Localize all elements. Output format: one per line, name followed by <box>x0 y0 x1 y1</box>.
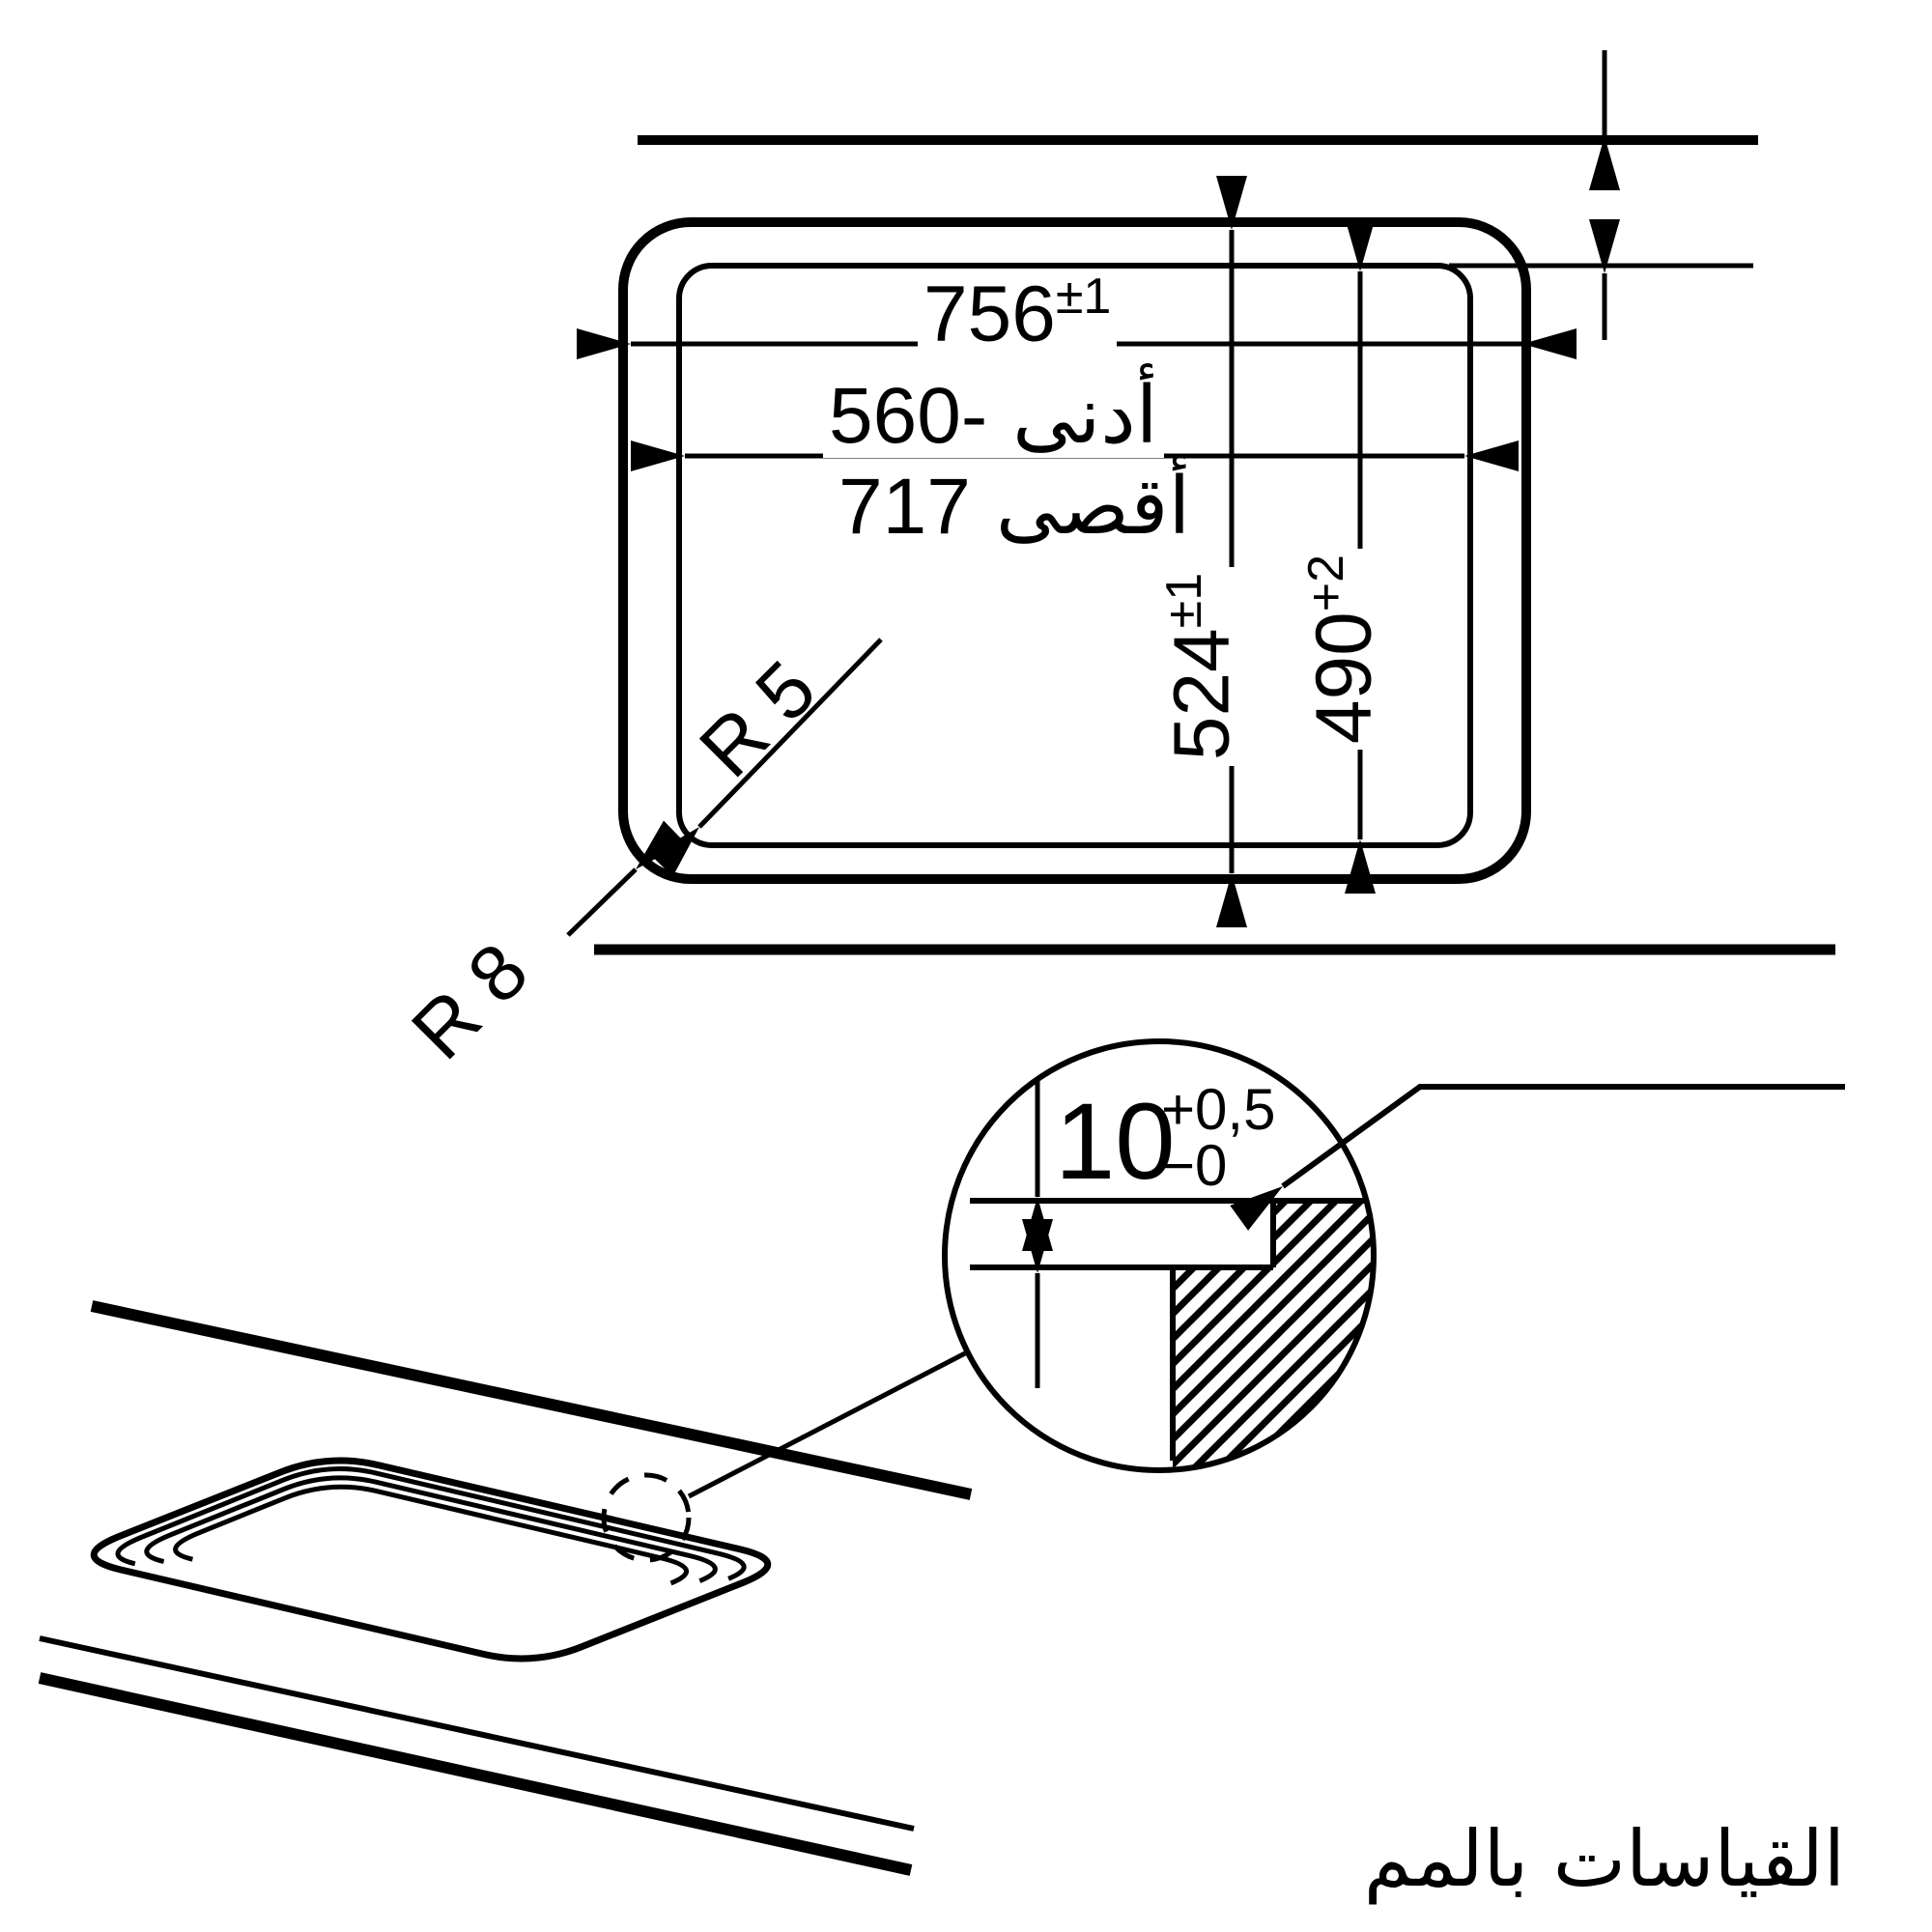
dim-cutout-max-value: 717 <box>838 463 971 551</box>
dim-height-tolerance: ±1 <box>1155 572 1212 629</box>
iso-worktop-front-line-thick <box>38 1672 913 1876</box>
detail-hatch-group <box>1173 1201 1374 1470</box>
rebate-depth-tol-upper: +0,5 <box>1161 1077 1276 1142</box>
hob-outline <box>618 217 1531 884</box>
dim-cutout-min-value: 560- <box>829 372 988 460</box>
detail-connector-line <box>687 1350 967 1499</box>
units-caption: القياسات بالمم <box>1363 1814 1845 1904</box>
detail-leader-line <box>1230 1084 1845 1231</box>
dim-height-value: 524 <box>1157 628 1246 761</box>
iso-hob-plate-outline <box>90 1457 772 1662</box>
detail-reference-dashed-circle <box>601 1472 692 1563</box>
iso-worktop-rear-line <box>90 1300 973 1500</box>
rebate-depth-label: 10 <box>1055 1088 1176 1196</box>
dim-cutout-max-word: أقصى <box>995 461 1191 553</box>
hatch-region-lower <box>1173 1267 1273 1470</box>
dim-width-tolerance: ±1 <box>1055 269 1112 325</box>
dim-cutout-height-label-wrap: 490+2 <box>1256 456 1430 842</box>
dim-cutout-min-word: أدنى <box>1012 370 1158 462</box>
rebate-depth-value: 10 <box>1055 1081 1176 1202</box>
iso-hob-rim-line-3 <box>173 1484 690 1586</box>
dim-width-label: 756±1 <box>918 269 1118 358</box>
dim-cutout-height-tolerance: +2 <box>1297 554 1354 612</box>
rebate-depth-tol-lower: −0 <box>1161 1132 1228 1198</box>
dim-cutout-max-label: 717 أقصى <box>833 461 1197 553</box>
dim-width-value: 756 <box>923 270 1056 358</box>
iso-hob-rim-line-2 <box>144 1475 718 1583</box>
iso-hob-rim-line-1 <box>115 1465 747 1581</box>
dim-cutout-height-label: 490+2 <box>1297 548 1388 751</box>
dim-cutout-height-value: 490 <box>1299 611 1388 745</box>
r8-leader-arrow <box>566 820 686 937</box>
dim-height-label: 524±1 <box>1155 566 1246 767</box>
hatch-region-upper <box>1273 1201 1374 1470</box>
dim-cutout-min-label: 560- أدنى <box>823 370 1164 462</box>
r5-leader-arrow <box>650 638 883 877</box>
rebate-depth-tolerances: +0,5 −0 <box>1161 1077 1276 1198</box>
iso-worktop-front-line-thin <box>39 1635 915 1832</box>
cutout-outline <box>676 263 1473 848</box>
